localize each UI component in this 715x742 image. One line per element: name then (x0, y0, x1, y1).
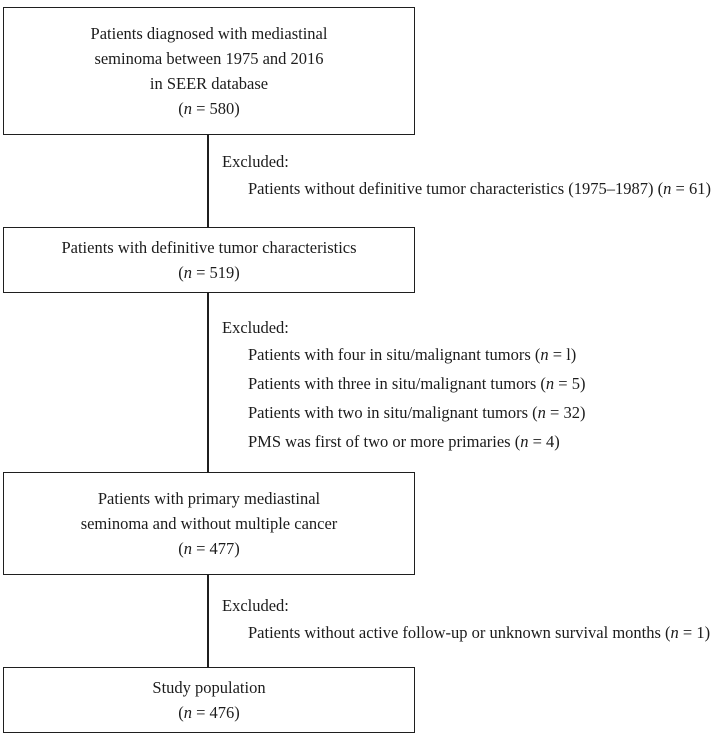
count-open: ( (178, 263, 184, 282)
excluded-item: Patients without active follow-up or unk… (248, 618, 710, 647)
exclusion-group-3: Excluded: Patients without active follow… (222, 593, 710, 647)
count-variable: n (183, 703, 192, 722)
excluded-label: Excluded: (222, 596, 289, 615)
box-text-line: Patients with primary mediastinal (97, 489, 321, 508)
excluded-item-text: Patients without definitive tumor charac… (248, 179, 664, 198)
box-text-line: Patients diagnosed with mediastinal (90, 24, 328, 43)
excluded-item: Patients with four in situ/malignant tum… (248, 340, 585, 369)
count-value: = 476) (191, 703, 240, 722)
count-value: = 32) (545, 403, 586, 422)
count-value: = 477) (191, 539, 240, 558)
count-value: = 4) (528, 432, 560, 451)
excluded-item: Patients with two in situ/malignant tumo… (248, 398, 585, 427)
box-primary-seminoma-no-multiple-cancer: Patients with primary mediastinal semino… (3, 472, 415, 575)
count-value: = 1) (678, 623, 711, 642)
box-text-line: Patients with definitive tumor character… (61, 238, 357, 257)
count-variable: n (663, 179, 672, 198)
excluded-label: Excluded: (222, 318, 289, 337)
count-value: = 61) (671, 179, 711, 198)
box-count: (n = 476) (178, 700, 240, 725)
count-variable: n (183, 263, 192, 282)
box-study-population: Study population (n = 476) (3, 667, 415, 733)
box-count: (n = 477) (178, 536, 240, 561)
box-text-line: seminoma and without multiple cancer (80, 514, 338, 533)
count-variable: n (183, 99, 192, 118)
excluded-item-text: Patients with four in situ/malignant tum… (248, 345, 541, 364)
box-count: (n = 519) (178, 260, 240, 285)
excluded-item: Patients with three in situ/malignant tu… (248, 369, 585, 398)
count-variable: n (670, 623, 679, 642)
box-text-line: in SEER database (149, 74, 269, 93)
count-value: = l) (548, 345, 577, 364)
count-value: = 5) (554, 374, 586, 393)
exclusion-group-1: Excluded: Patients without definitive tu… (222, 149, 711, 203)
excluded-item: Patients without definitive tumor charac… (248, 174, 711, 203)
box-text-line: Study population (152, 678, 266, 697)
connector-line (207, 135, 209, 227)
excluded-item-text: PMS was first of two or more primaries ( (248, 432, 521, 451)
count-variable: n (520, 432, 529, 451)
excluded-item-text: Patients with three in situ/malignant tu… (248, 374, 546, 393)
count-variable: n (537, 403, 546, 422)
count-open: ( (178, 539, 184, 558)
count-open: ( (178, 703, 184, 722)
exclusion-group-2: Excluded: Patients with four in situ/mal… (222, 315, 585, 456)
count-open: ( (178, 99, 184, 118)
box-text-line: seminoma between 1975 and 2016 (94, 49, 324, 68)
excluded-label: Excluded: (222, 152, 289, 171)
count-variable: n (183, 539, 192, 558)
connector-line (207, 293, 209, 472)
excluded-item-text: Patients with two in situ/malignant tumo… (248, 403, 538, 422)
count-value: = 580) (191, 99, 240, 118)
connector-line (207, 575, 209, 667)
box-definitive-tumor-characteristics: Patients with definitive tumor character… (3, 227, 415, 293)
count-variable: n (540, 345, 549, 364)
excluded-item-text: Patients without active follow-up or unk… (248, 623, 671, 642)
box-initial-cohort: Patients diagnosed with mediastinal semi… (3, 7, 415, 135)
count-variable: n (545, 374, 555, 393)
box-count: (n = 580) (178, 96, 240, 121)
count-value: = 519) (191, 263, 240, 282)
excluded-item: PMS was first of two or more primaries (… (248, 427, 585, 456)
